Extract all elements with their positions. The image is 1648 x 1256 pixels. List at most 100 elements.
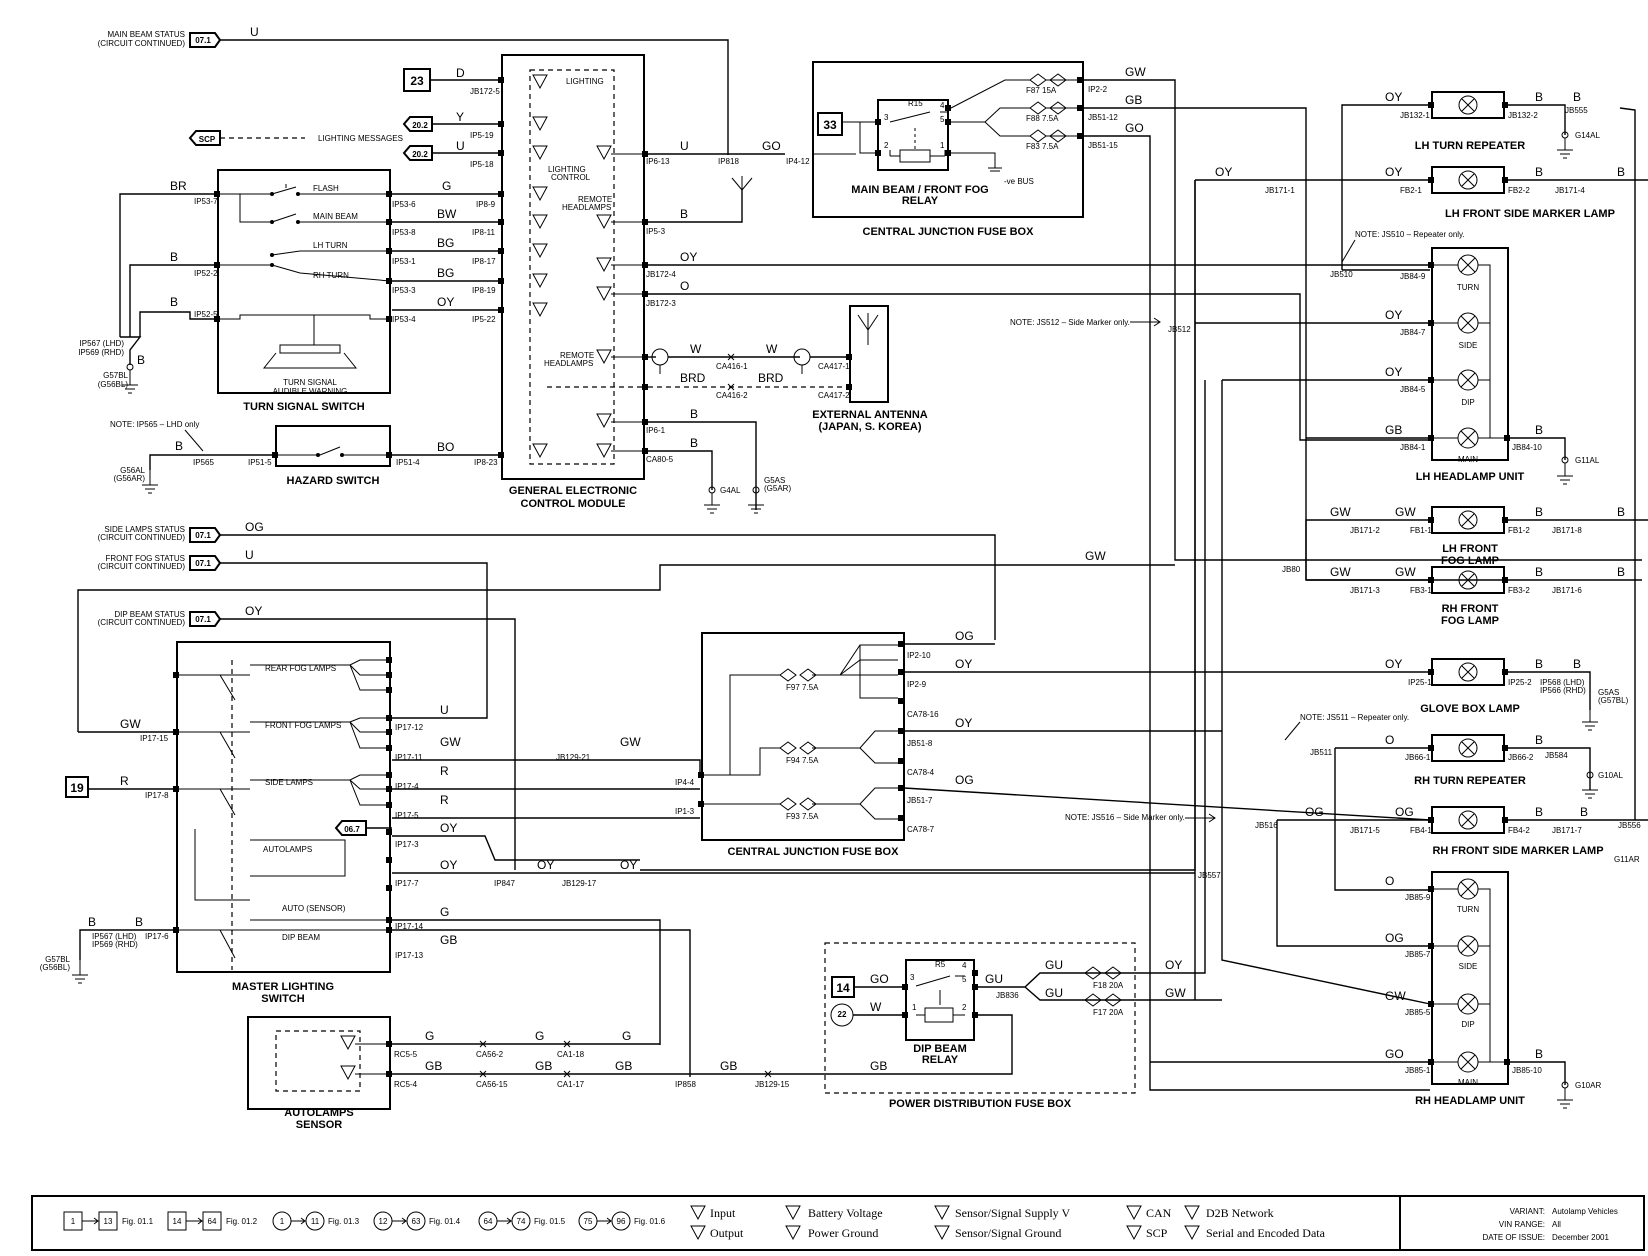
- gecm-remote-headlamps-b2: HEADLAMPS: [544, 359, 593, 368]
- legend-serial: Serial and Encoded Data: [1206, 1226, 1326, 1240]
- svg-text:JB66-2: JB66-2: [1508, 753, 1534, 762]
- main-beam-status-label: MAIN BEAM STATUS: [108, 30, 186, 39]
- svg-text:IP818: IP818: [718, 157, 739, 166]
- turn-signal-switch: TURN SIGNAL SWITCH FLASH MAIN BEAM LH TU…: [214, 169, 392, 413]
- svg-text:JB836: JB836: [996, 991, 1019, 1000]
- mls-front-fog-label: FRONT FOG LAMPS: [265, 721, 341, 730]
- lh-front-fog-title-2: FOG LAMP: [1441, 555, 1499, 567]
- svg-text:G: G: [425, 1029, 434, 1043]
- svg-text:IP8-17: IP8-17: [472, 257, 496, 266]
- svg-text:G10AR: G10AR: [1575, 1081, 1601, 1090]
- lh-headlamp-unit-title: LH HEADLAMP UNIT: [1416, 471, 1525, 483]
- svg-text:O: O: [1385, 874, 1394, 888]
- svg-text:GW: GW: [1385, 989, 1406, 1003]
- lh-turn-repeater-title: LH TURN REPEATER: [1415, 140, 1525, 152]
- svg-text:1: 1: [912, 1003, 917, 1012]
- svg-text:IP2-9: IP2-9: [907, 680, 927, 689]
- mls-autolamps-label: AUTOLAMPS: [263, 845, 312, 854]
- svg-text:GU: GU: [1045, 958, 1063, 972]
- relay-main-title-2: RELAY: [902, 195, 939, 207]
- svg-text:IP53-1: IP53-1: [392, 257, 416, 266]
- autolamps-sensor-title: AUTOLAMPS: [284, 1107, 353, 1119]
- legend-r5t: Fig. 01.5: [534, 1217, 566, 1226]
- svg-text:JB172-5: JB172-5: [470, 87, 500, 96]
- svg-text:IP53-6: IP53-6: [392, 200, 416, 209]
- svg-text:BW: BW: [437, 207, 457, 221]
- external-antenna-sub: (JAPAN, S. KOREA): [818, 421, 921, 433]
- front-fog-status-label: FRONT FOG STATUS: [105, 554, 185, 563]
- svg-text:B: B: [170, 295, 178, 309]
- svg-text:B: B: [1535, 165, 1543, 179]
- svg-text:5: 5: [940, 115, 945, 124]
- svg-text:B: B: [1535, 505, 1543, 519]
- svg-text:B: B: [175, 439, 183, 453]
- svg-text:IP17-6: IP17-6: [145, 932, 169, 941]
- rh-lamp-side-label: SIDE: [1459, 962, 1478, 971]
- svg-text:G: G: [535, 1029, 544, 1043]
- svg-text:G57BL: G57BL: [45, 955, 70, 964]
- svg-text:OG: OG: [1305, 805, 1324, 819]
- svg-text:IP568 (LHD): IP568 (LHD): [1540, 678, 1585, 687]
- svg-text:IP17-3: IP17-3: [395, 840, 419, 849]
- lh-lamp-turn-label: TURN: [1457, 283, 1479, 292]
- svg-text:B: B: [1617, 165, 1625, 179]
- svg-text:IP6-13: IP6-13: [646, 157, 670, 166]
- svg-text:IP5-22: IP5-22: [472, 315, 496, 324]
- svg-text:GB: GB: [1125, 93, 1142, 107]
- svg-text:GU: GU: [985, 972, 1003, 986]
- svg-text:JB171-6: JB171-6: [1552, 586, 1582, 595]
- legend-power-ground: Power Ground: [808, 1226, 878, 1240]
- gecm-remote-headlamps-2: HEADLAMPS: [562, 203, 611, 212]
- gecm-remote-headlamps-b: REMOTE: [560, 351, 594, 360]
- master-lighting-switch: MASTER LIGHTING SWITCH REAR FOG LAMPS FR…: [173, 641, 392, 1005]
- svg-text:GB: GB: [425, 1059, 442, 1073]
- note-ip565: NOTE: IP565 – LHD only: [110, 420, 199, 429]
- svg-text:CA417-1: CA417-1: [818, 362, 850, 371]
- svg-text:IP52-2: IP52-2: [194, 269, 218, 278]
- svg-text:BO: BO: [437, 440, 454, 454]
- svg-text:JB516: JB516: [1255, 821, 1278, 830]
- svg-text:IP5-3: IP5-3: [646, 227, 666, 236]
- svg-text:IP567 (LHD): IP567 (LHD): [92, 932, 137, 941]
- svg-text:B: B: [690, 436, 698, 450]
- svg-text:IP5-18: IP5-18: [470, 160, 494, 169]
- hazard-switch-title: HAZARD SWITCH: [287, 475, 380, 487]
- ve-bus-label: -ve BUS: [1004, 177, 1034, 186]
- legend-r4a: 12: [379, 1217, 388, 1226]
- svg-text:R: R: [440, 764, 449, 778]
- svg-text:CA416-1: CA416-1: [716, 362, 748, 371]
- front-fog-ref: 07.1: [195, 559, 211, 568]
- legend-date-label: DATE OF ISSUE:: [1482, 1233, 1545, 1242]
- ref-14: 14: [836, 981, 850, 995]
- svg-text:GW: GW: [1125, 65, 1146, 79]
- svg-text:GW: GW: [1085, 549, 1106, 563]
- svg-text:2: 2: [962, 1003, 967, 1012]
- svg-text:JB171-1: JB171-1: [1265, 186, 1295, 195]
- svg-text:GO: GO: [762, 139, 781, 153]
- rh-turn-repeater-title: RH TURN REPEATER: [1414, 775, 1526, 787]
- legend-r3t: Fig. 01.3: [328, 1217, 360, 1226]
- svg-text:JB171-5: JB171-5: [1350, 826, 1380, 835]
- svg-text:D: D: [456, 66, 465, 80]
- svg-text:4: 4: [962, 961, 967, 970]
- gecm-title-2: CONTROL MODULE: [521, 498, 626, 510]
- lh-front-side-marker-title: LH FRONT SIDE MARKER LAMP: [1445, 208, 1615, 220]
- svg-text:CA78-4: CA78-4: [907, 768, 935, 777]
- legend-r4t: Fig. 01.4: [429, 1217, 461, 1226]
- svg-text:IP8-23: IP8-23: [474, 458, 498, 467]
- svg-text:IP8-19: IP8-19: [472, 286, 496, 295]
- svg-text:F88 7.5A: F88 7.5A: [1026, 114, 1059, 123]
- legend-r6b: 96: [617, 1217, 626, 1226]
- svg-text:GW: GW: [1330, 505, 1351, 519]
- relay-r5-label: R5: [935, 960, 946, 969]
- svg-text:CA417-2: CA417-2: [818, 391, 850, 400]
- svg-text:CA56-2: CA56-2: [476, 1050, 504, 1059]
- svg-text:(G5AR): (G5AR): [764, 484, 791, 493]
- svg-text:JB555: JB555: [1565, 106, 1588, 115]
- svg-text:OG: OG: [245, 520, 264, 534]
- svg-text:JB584: JB584: [1545, 751, 1568, 760]
- svg-text:IP2-10: IP2-10: [907, 651, 931, 660]
- dip-beam-relay-title: DIP BEAM: [913, 1043, 967, 1055]
- mls-auto-sensor-label: AUTO (SENSOR): [282, 904, 346, 913]
- svg-text:IP847: IP847: [494, 879, 515, 888]
